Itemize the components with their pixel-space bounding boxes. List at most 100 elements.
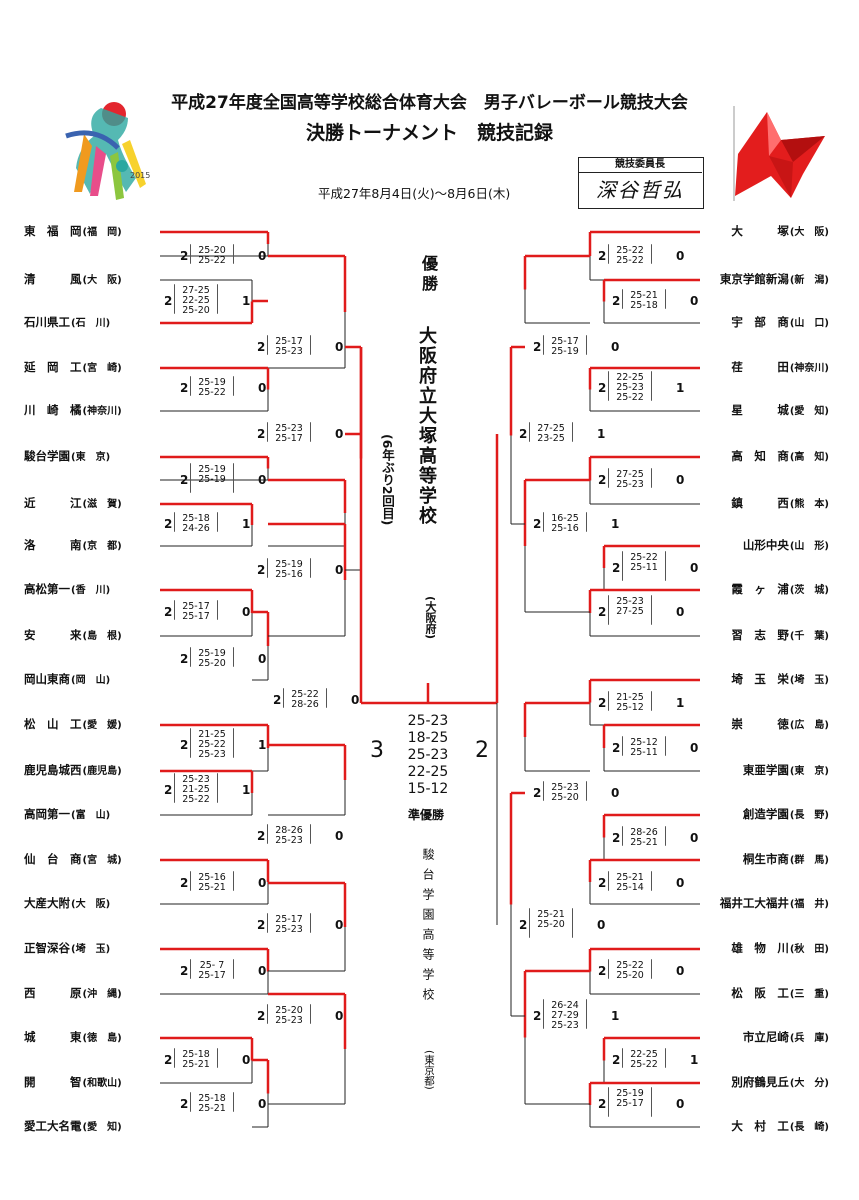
brace xyxy=(651,959,652,979)
match-loser-sets: 0 xyxy=(258,876,267,890)
brace xyxy=(174,284,175,314)
team-entry: 崇 徳(広 島) xyxy=(731,717,829,733)
team-name: 川 崎 橘 xyxy=(24,403,82,417)
match-loser-sets: 0 xyxy=(335,829,344,843)
set-score: 25-23 xyxy=(551,782,579,793)
set-score: 22-25 xyxy=(182,295,210,306)
match-loser-sets: 0 xyxy=(258,381,267,395)
team-entry: 開 智(和歌山) xyxy=(24,1075,122,1091)
brace xyxy=(190,959,191,979)
brace xyxy=(665,736,666,756)
brace xyxy=(665,551,666,581)
team-prefecture: (山 形) xyxy=(789,541,829,552)
team-entry: 鎮 西(熊 本) xyxy=(731,496,829,512)
brace xyxy=(233,1092,234,1112)
match-loser-sets: 0 xyxy=(258,473,267,487)
match-winner-sets: 2 xyxy=(598,964,607,978)
team-name: 鹿児島城西 xyxy=(24,763,82,777)
final-right-score: 2 xyxy=(475,738,489,763)
final-set: 25-23 xyxy=(407,747,449,763)
brace xyxy=(543,781,544,801)
brace xyxy=(233,463,234,493)
team-prefecture: (和歌山) xyxy=(82,1078,122,1089)
final-set: 22-25 xyxy=(407,764,449,780)
brace xyxy=(608,1087,609,1117)
brace xyxy=(608,244,609,264)
team-prefecture: (石 川) xyxy=(71,318,111,329)
set-score: 25-22 xyxy=(616,392,644,403)
match-loser-sets: 1 xyxy=(611,1009,620,1023)
set-score: 25-22 xyxy=(630,552,658,563)
team-prefecture: (福 岡) xyxy=(82,227,122,238)
team-prefecture: (茨 城) xyxy=(789,585,829,596)
set-score: 25-20 xyxy=(616,970,644,981)
set-score: 25-23 xyxy=(275,423,303,434)
match-winner-sets: 2 xyxy=(180,876,189,890)
set-score: 28-26 xyxy=(630,827,658,838)
match-winner-sets: 2 xyxy=(612,741,621,755)
team-entry: 東京学館新潟(新 潟) xyxy=(720,272,829,288)
team-prefecture: (沖 縄) xyxy=(82,989,122,1000)
brace xyxy=(326,688,327,708)
brace xyxy=(529,422,530,442)
set-score: 25-17 xyxy=(182,611,210,622)
set-score: 25-21 xyxy=(182,1059,210,1070)
set-score: 25-23 xyxy=(275,1015,303,1026)
team-entry: 川 崎 橘(神奈川) xyxy=(24,403,122,419)
match-winner-sets: 2 xyxy=(164,517,173,531)
set-score: 25-20 xyxy=(198,245,226,256)
team-prefecture: (埼 玉) xyxy=(71,944,111,955)
match-winner-sets: 2 xyxy=(533,517,542,531)
brace xyxy=(651,595,652,625)
match-winner-sets: 2 xyxy=(612,294,621,308)
set-score: 25-11 xyxy=(630,562,658,573)
set-score: 25-20 xyxy=(275,1005,303,1016)
champion-name: 大阪府立大塚高等学校 xyxy=(416,326,437,526)
set-score: 25-21 xyxy=(630,290,658,301)
match-winner-sets: 2 xyxy=(164,1053,173,1067)
tournament-logo-icon: 2015 xyxy=(65,102,150,200)
team-name: 高岡第一 xyxy=(24,807,70,821)
match-winner-sets: 2 xyxy=(598,1097,607,1111)
team-prefecture: (滋 賀) xyxy=(82,499,122,510)
set-score: 16-25 xyxy=(551,513,579,524)
brace xyxy=(233,871,234,891)
team-name: 習 志 野 xyxy=(731,628,789,642)
set-score: 25- 7 xyxy=(199,960,225,971)
team-entry: 正智深谷(埼 玉) xyxy=(24,941,110,957)
brace xyxy=(190,728,191,758)
match-loser-sets: 0 xyxy=(690,294,699,308)
brace xyxy=(651,871,652,891)
match-loser-sets: 1 xyxy=(690,1053,699,1067)
tournament-subtitle: 決勝トーナメント 競技記録 xyxy=(305,122,553,144)
team-name: 市立尼崎 xyxy=(742,1030,789,1044)
set-score: 22-25 xyxy=(630,1049,658,1060)
match-winner-sets: 2 xyxy=(257,1009,266,1023)
set-score: 25-18 xyxy=(182,513,210,524)
team-name: 荏 田 xyxy=(731,360,789,374)
team-entry: 岡山東商(岡 山) xyxy=(24,672,110,688)
team-name: 洛 南 xyxy=(24,538,82,552)
set-score: 26-24 xyxy=(551,1000,579,1011)
set-score: 25-12 xyxy=(630,737,658,748)
match-winner-sets: 2 xyxy=(598,249,607,263)
set-score: 25-21 xyxy=(616,872,644,883)
brace xyxy=(608,595,609,625)
team-entry: 宇 部 商(山 口) xyxy=(731,315,829,331)
runner-up-name: 駿台学園高等学校 xyxy=(421,848,435,1008)
final-set: 15-12 xyxy=(407,781,449,797)
team-entry: 高松第一(香 川) xyxy=(24,582,110,598)
team-entry: 鹿児島城西(鹿児島) xyxy=(24,763,122,779)
team-prefecture: (大 阪) xyxy=(82,275,122,286)
set-score: 25-17 xyxy=(551,336,579,347)
match-loser-sets: 0 xyxy=(690,561,699,575)
runner-up-label: 準優勝 xyxy=(408,808,445,822)
brace xyxy=(233,376,234,396)
